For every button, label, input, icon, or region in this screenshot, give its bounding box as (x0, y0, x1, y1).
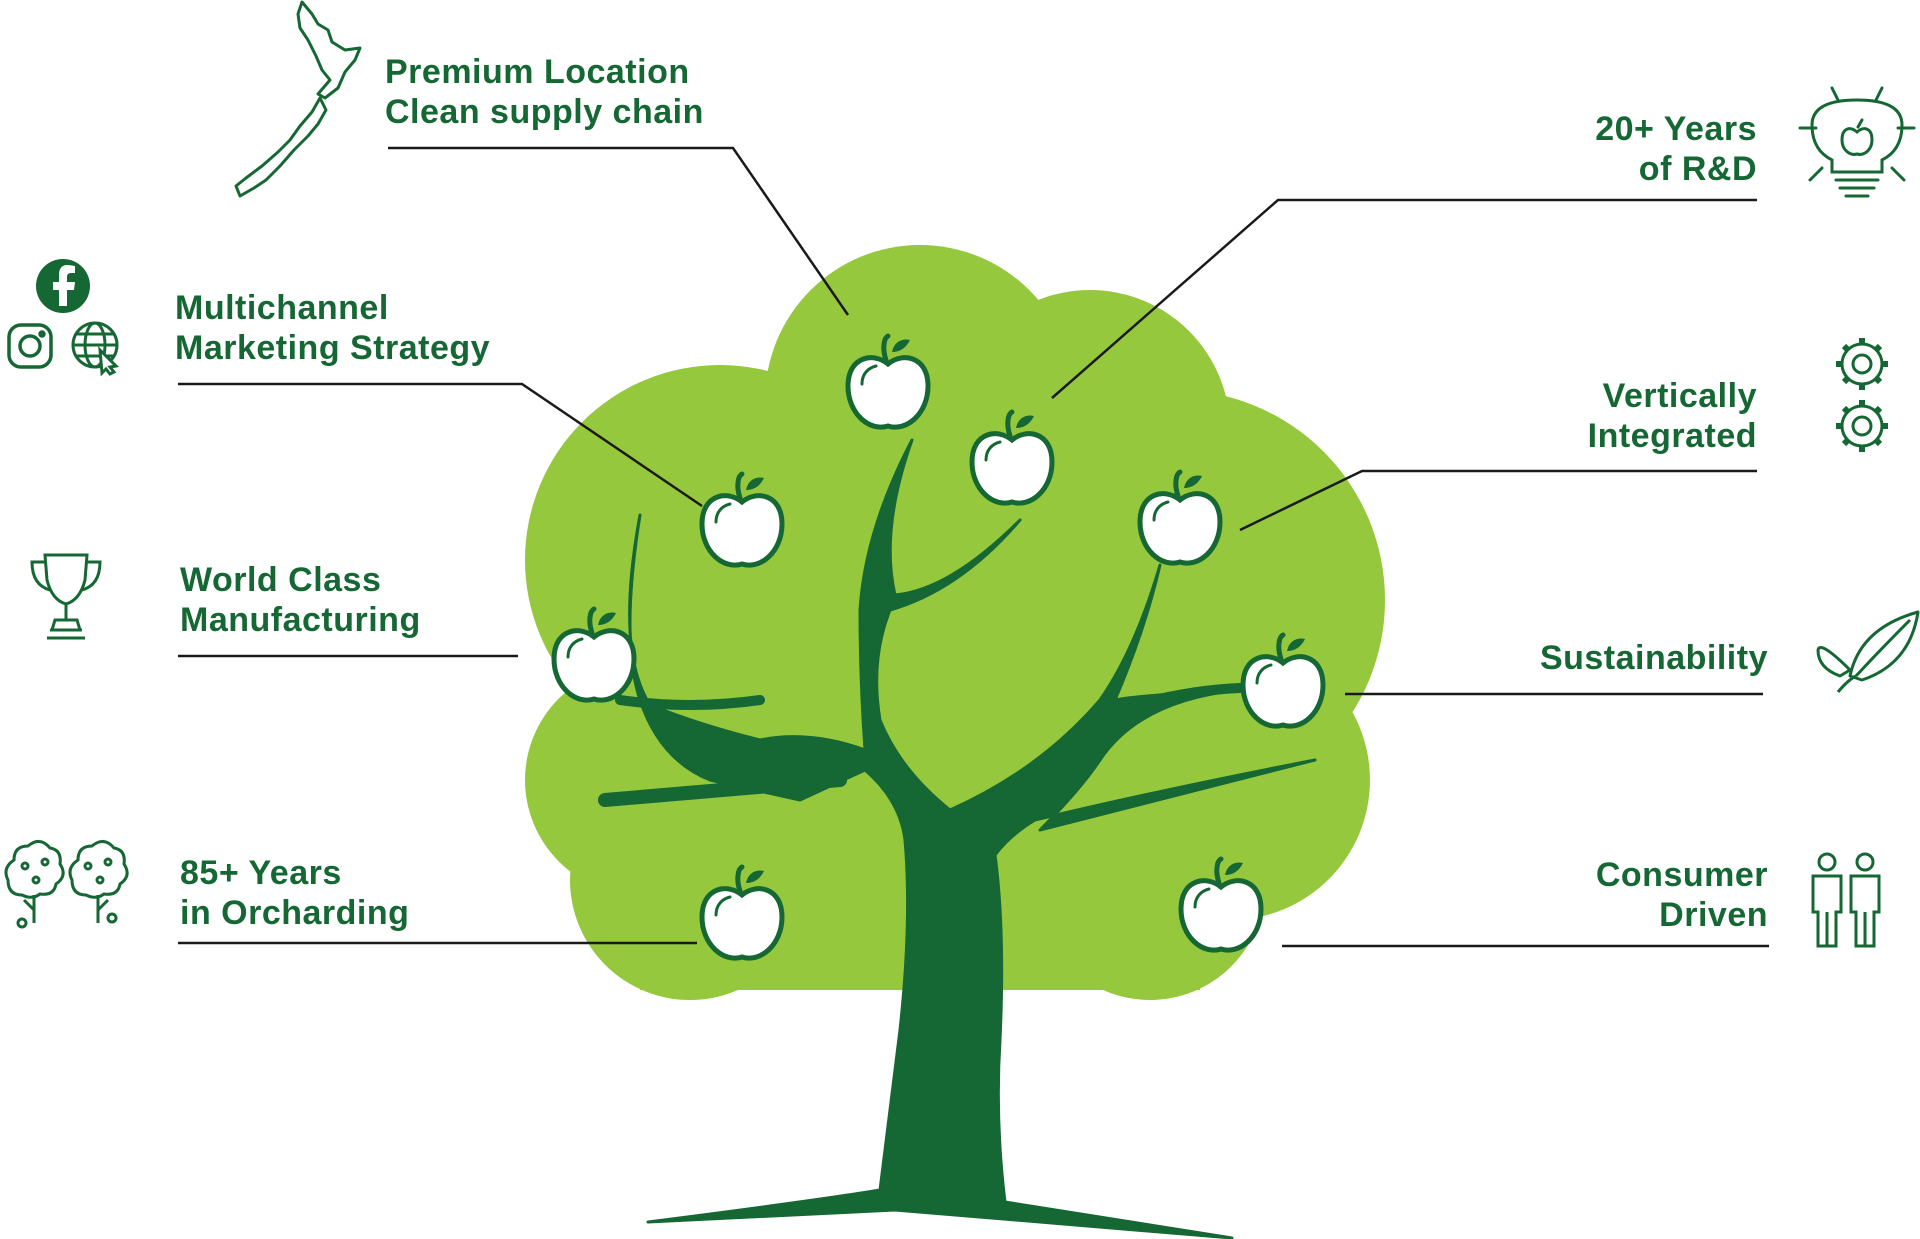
leader-lines (178, 146, 1769, 948)
label-consumer-line2: Driven (1659, 896, 1768, 934)
gears-icon (1836, 338, 1888, 452)
label-world-class: World Class Manufacturing (180, 560, 421, 640)
label-premium-location: Premium Location Clean supply chain (385, 52, 704, 132)
leader-line-vertically (1239, 469, 1757, 532)
label-consumer: Consumer Driven (1596, 855, 1768, 935)
leaf-icon (1816, 610, 1920, 693)
label-multichannel-line2: Marketing Strategy (175, 329, 491, 367)
tree-trunk (598, 438, 1317, 1239)
leader-line-rnd (1051, 198, 1757, 399)
instagram-icon (7, 323, 53, 369)
label-world-class-line1: World Class (180, 561, 382, 599)
label-rnd: 20+ Years of R&D (1595, 109, 1757, 189)
label-consumer-line1: Consumer (1595, 856, 1768, 894)
facebook-icon (36, 259, 90, 313)
label-vertically-line1: Vertically (1602, 377, 1757, 415)
label-orcharding-line1: 85+ Years (180, 854, 342, 892)
lightbulb-apple-icon (1798, 86, 1916, 198)
globe-cursor-icon (71, 321, 120, 377)
leader-line-premium (388, 146, 850, 316)
label-orcharding-line2: in Orcharding (180, 894, 410, 932)
label-sustainability-line1: Sustainability (1539, 639, 1768, 677)
label-vertically: Vertically Integrated (1588, 376, 1757, 456)
people-icon (1811, 852, 1881, 948)
new-zealand-map-icon (234, 0, 362, 198)
orchard-trees-icon (4, 840, 129, 929)
label-orcharding: 85+ Years in Orcharding (180, 853, 409, 933)
label-premium-location-line1: Premium Location (385, 53, 690, 91)
label-sustainability: Sustainability (1540, 638, 1768, 678)
label-rnd-line2: of R&D (1638, 150, 1757, 188)
trophy-icon (30, 553, 102, 640)
leader-line-multichannel (178, 382, 703, 508)
label-multichannel: Multichannel Marketing Strategy (175, 288, 490, 368)
label-rnd-line1: 20+ Years (1595, 110, 1757, 148)
label-premium-location-line2: Clean supply chain (385, 93, 704, 131)
label-multichannel-line1: Multichannel (175, 289, 389, 327)
label-world-class-line2: Manufacturing (180, 601, 421, 639)
label-vertically-line2: Integrated (1587, 417, 1757, 455)
